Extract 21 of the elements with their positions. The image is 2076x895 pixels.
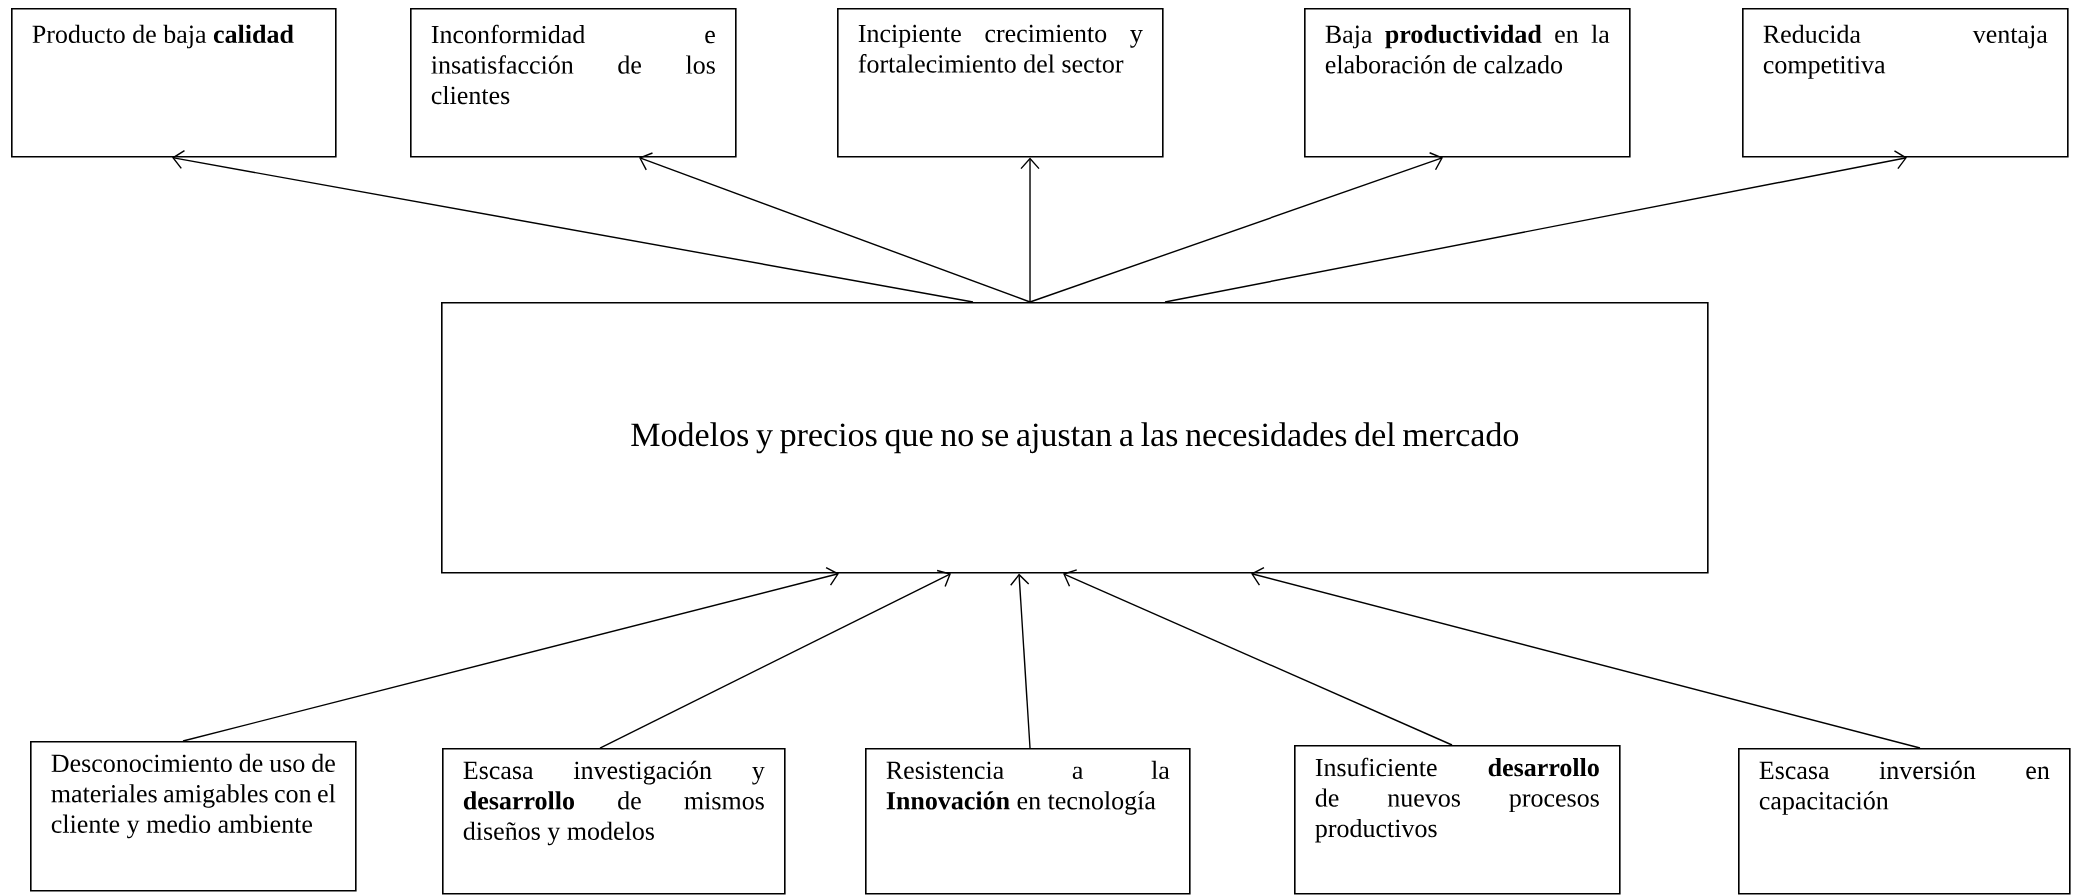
arrow (1164, 150, 1907, 303)
effect-box: Inconformidad e insatisfacción de los clientes (410, 8, 737, 158)
arrow (639, 152, 1031, 303)
arrow (599, 569, 951, 749)
effect-box: Baja productividad en la elaboración de calzado (1304, 8, 1631, 158)
cause-box: Escasa inversión en capacitación (1738, 748, 2071, 895)
effect-box: Incipiente crecimiento y fortalecimiento del sector (837, 8, 1164, 158)
problem-box: Modelos y precios que no se ajustan a las necesidades del mercado (441, 302, 1709, 574)
arrow (182, 566, 839, 742)
arrow (1029, 152, 1443, 303)
effect-box: Producto de baja calidad (11, 8, 337, 158)
arrow (1020, 157, 1040, 303)
arrow (172, 150, 974, 303)
arrow (1063, 569, 1453, 746)
arrow (1251, 567, 1921, 749)
cause-box: Desconocimiento de uso de materiales amigables con el cliente y medio ambiente (30, 741, 357, 892)
cause-box: Escasa investigación y desarrollo de mismos diseños y modelos (442, 748, 786, 895)
effect-box: Reducida ventaja competitiva (1742, 8, 2069, 158)
arrow (1010, 573, 1031, 749)
cause-box: Resistencia a la Innovación en tecnología (865, 748, 1191, 895)
cause-box: Insuficiente desarrollo de nuevos procesos productivos (1294, 745, 1621, 895)
